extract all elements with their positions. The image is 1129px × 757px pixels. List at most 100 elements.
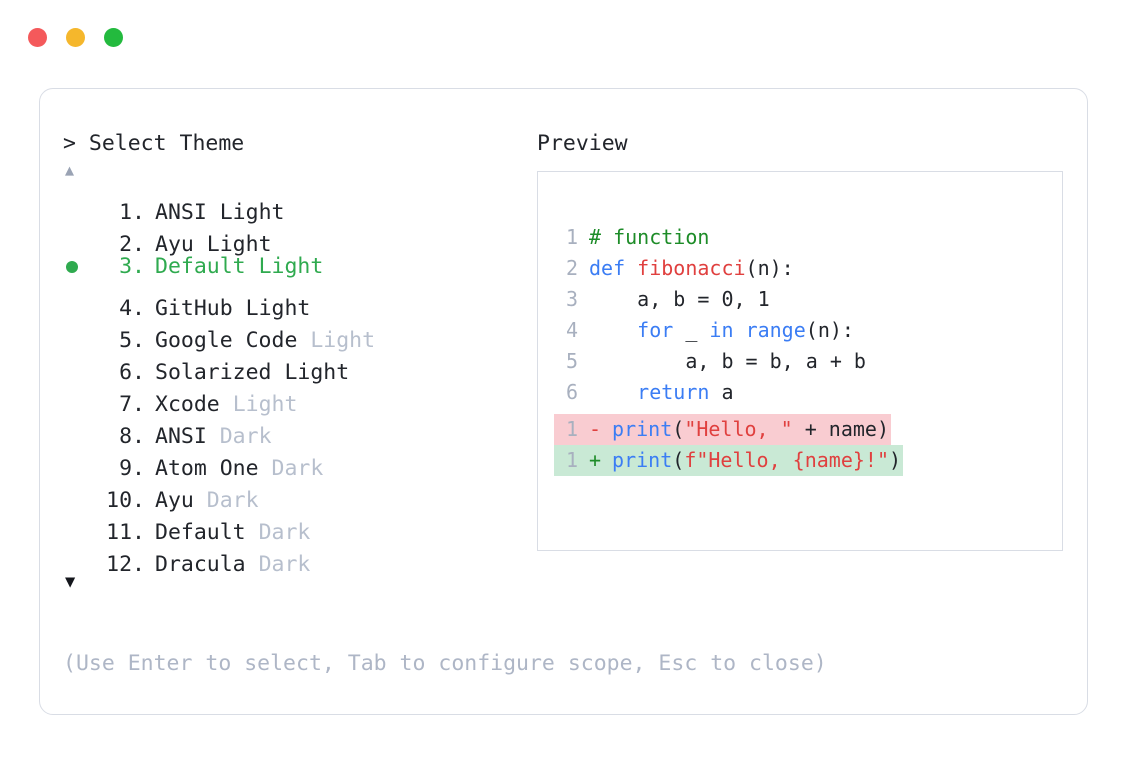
theme-list-item[interactable]: 11.Default Dark	[63, 507, 533, 545]
theme-item-name: Ayu	[155, 488, 194, 513]
selection-bullet-cell	[63, 187, 93, 219]
code-line-number: 6	[565, 380, 578, 404]
code-line-text: return a	[589, 377, 734, 408]
code-line-number: 2	[565, 256, 578, 280]
close-button[interactable]	[28, 28, 47, 47]
theme-item-variant: Dark	[258, 552, 311, 577]
window-traffic-lights	[28, 28, 123, 47]
diff-line-number: 1	[565, 417, 578, 441]
theme-item-variant: Dark	[258, 520, 311, 545]
code-token: a, b = b, a + b	[589, 349, 866, 373]
scroll-up-icon[interactable]: ▲	[65, 161, 75, 179]
code-line-text: for _ in range(n):	[589, 315, 854, 346]
code-token: (n):	[745, 256, 794, 280]
code-line: 4 for _ in range(n):	[554, 315, 866, 346]
selection-bullet-cell	[63, 219, 93, 251]
theme-item-name: ANSI	[155, 200, 207, 225]
spacer	[220, 389, 233, 421]
selection-bullet-cell	[63, 379, 93, 411]
spacer	[297, 325, 310, 357]
code-token: )	[889, 448, 902, 472]
selected-bullet-icon	[66, 261, 78, 273]
spacer	[259, 453, 272, 485]
theme-item-name: Xcode	[155, 392, 220, 417]
theme-item-name: GitHub	[155, 296, 233, 321]
spacer	[246, 517, 259, 549]
theme-item-index: 7.	[119, 392, 145, 417]
theme-item-variant: Light	[284, 360, 350, 385]
diff-line-text: print(f"Hello, {name}!")	[612, 445, 903, 476]
theme-selector-panel: > Select Theme ▲ 1. ANSI Light 2. Ayu Light…	[39, 88, 1088, 715]
theme-list-item[interactable]: 1.ANSI Light	[63, 187, 533, 225]
theme-list-item[interactable]: 7.Xcode Light	[63, 379, 533, 417]
code-line-number: 3	[565, 287, 578, 311]
code-token	[589, 380, 637, 404]
code-line-text: a, b = b, a + b	[589, 346, 866, 377]
code-token: a	[709, 380, 734, 404]
code-token: in	[709, 318, 734, 342]
theme-item-name: Solarized	[155, 360, 272, 385]
selection-bullet-cell	[63, 411, 93, 443]
theme-list-item[interactable]: 2. Ayu Light	[63, 219, 533, 257]
selection-bullet-cell	[63, 283, 93, 315]
code-line-number: 1	[565, 225, 578, 249]
code-token: fibonacci	[637, 256, 746, 280]
theme-item-name: ANSI	[155, 424, 207, 449]
spacer	[194, 485, 207, 517]
selection-bullet-cell	[63, 475, 93, 507]
spacer	[207, 197, 220, 229]
theme-item-index: 9.	[119, 456, 145, 481]
code-line-number: 4	[565, 318, 578, 342]
code-token: range	[745, 318, 806, 342]
theme-item-variant: Light	[245, 296, 311, 321]
diff-line-removed: 1-print("Hello, " + name)	[554, 414, 892, 445]
scroll-down-icon[interactable]: ▼	[65, 572, 76, 592]
theme-item-index: 2.	[119, 232, 145, 257]
diff-sign: -	[589, 417, 602, 441]
code-token: a, b = 0, 1	[589, 287, 770, 311]
theme-list-item[interactable]: 5.Google Code Light	[63, 315, 533, 353]
theme-list-item[interactable]: 8.ANSI Dark	[63, 411, 533, 449]
selection-bullet-cell	[63, 507, 93, 539]
code-line-number: 5	[565, 349, 578, 373]
selection-bullet-cell	[63, 251, 93, 283]
code-token	[734, 318, 746, 342]
theme-list-item[interactable]: 10.Ayu Dark	[63, 475, 533, 513]
code-line-text: # function	[589, 222, 709, 253]
minimize-button[interactable]	[66, 28, 85, 47]
code-token: # function	[589, 225, 710, 249]
theme-item-name: Google Code	[155, 328, 298, 353]
code-line: 6 return a	[554, 377, 866, 408]
theme-item-variant: Light	[206, 232, 272, 257]
theme-item-index: 1.	[119, 200, 145, 225]
theme-list-item[interactable]: 4. GitHub Light	[63, 283, 533, 321]
theme-list-item[interactable]: 6.Solarized Light	[63, 347, 533, 385]
code-token: (n):	[805, 318, 854, 342]
code-token: def	[589, 256, 638, 280]
code-token: (	[672, 448, 685, 472]
theme-list-item[interactable]: 9.Atom One Dark	[63, 443, 533, 481]
maximize-button[interactable]	[104, 28, 123, 47]
theme-item-index: 4.	[119, 296, 145, 321]
theme-list-item[interactable]: 3.Default Light	[63, 251, 533, 283]
theme-item-variant: Light	[258, 254, 324, 279]
theme-item-index: 5.	[119, 328, 145, 353]
code-line: 5 a, b = b, a + b	[554, 346, 866, 377]
select-theme-prompt: > Select Theme	[63, 129, 533, 159]
theme-list-item[interactable]: 12.Dracula Dark	[63, 539, 533, 577]
page-title: Select Theme	[88, 131, 245, 156]
code-token: f"Hello, {name}!"	[684, 448, 890, 472]
selection-bullet-cell	[63, 347, 93, 379]
code-token: "Hello, "	[684, 417, 793, 441]
theme-item-variant: Dark	[206, 488, 259, 513]
theme-item-name: Dracula	[155, 552, 246, 577]
code-line: 1 # function	[554, 222, 866, 253]
theme-selector-column: > Select Theme ▲ 1. ANSI Light 2. Ayu Light…	[63, 129, 533, 593]
theme-item-name: Ayu	[155, 232, 194, 257]
code-token: print	[612, 417, 673, 441]
